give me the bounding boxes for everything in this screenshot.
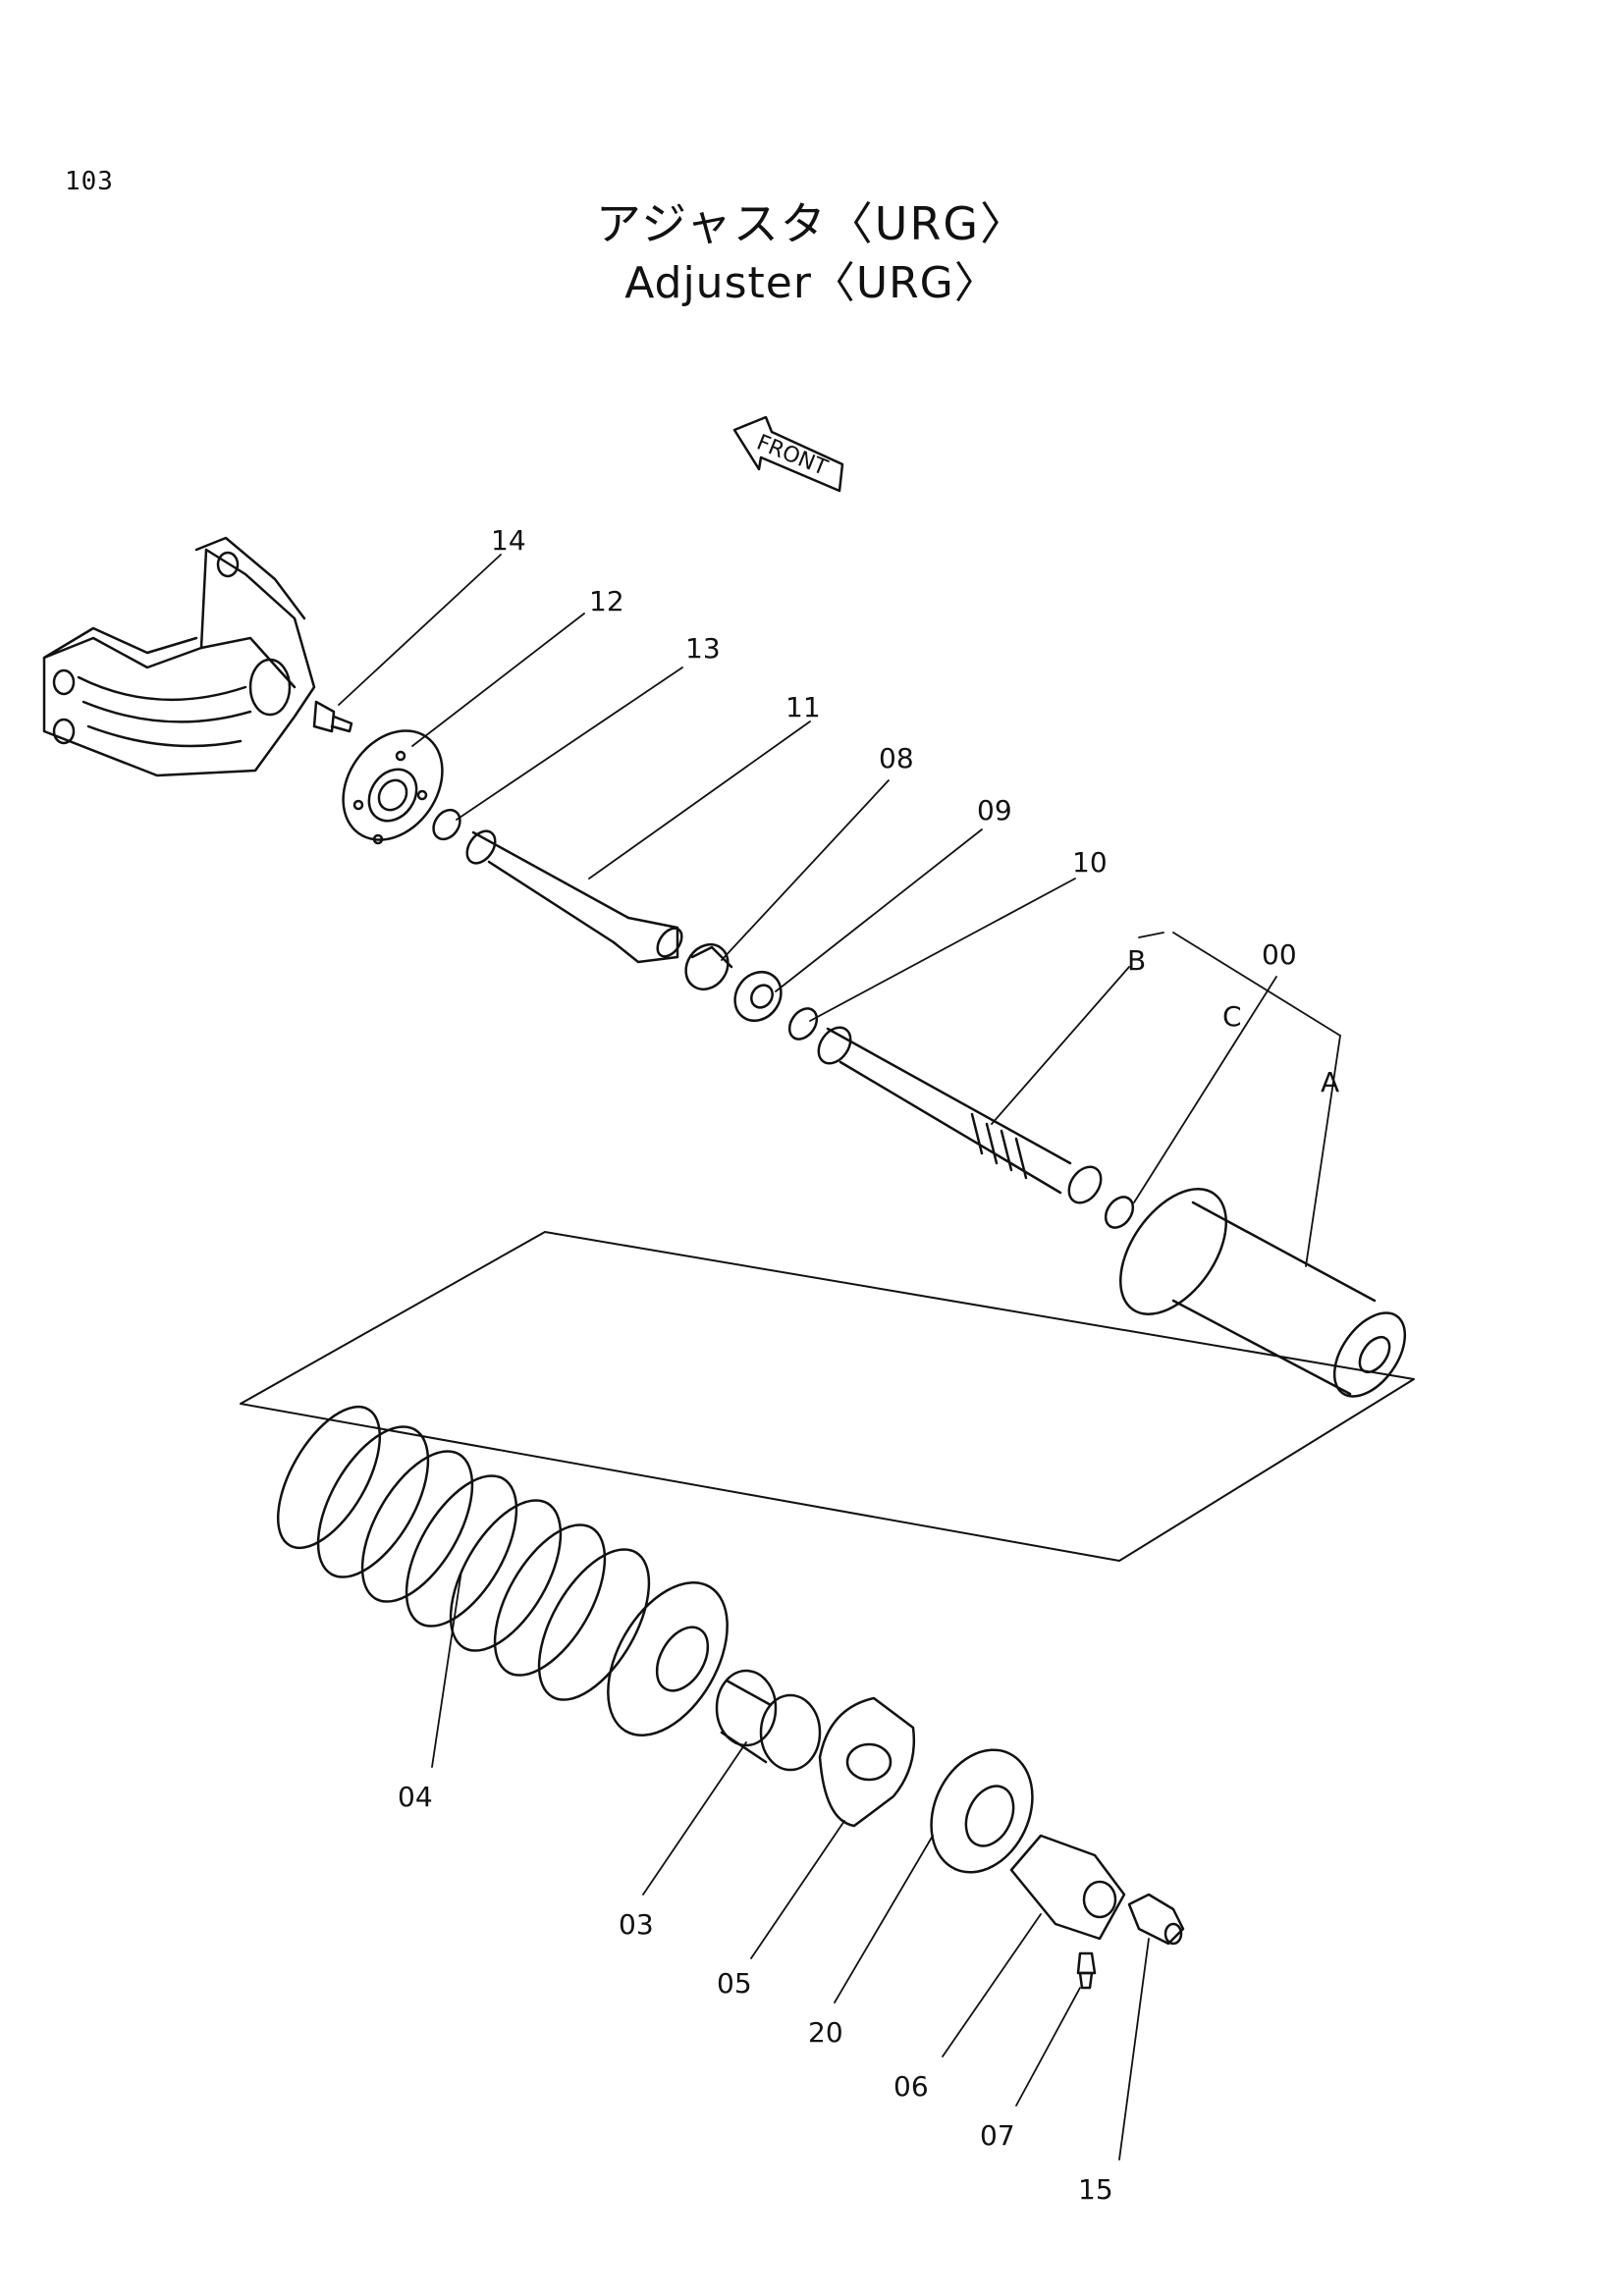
- callout-04: 04: [398, 1781, 433, 1813]
- callout-A: A: [1321, 1066, 1339, 1098]
- callout-06: 06: [893, 2070, 929, 2103]
- part-ring: [684, 942, 733, 991]
- callout-14: 14: [491, 524, 526, 557]
- part-rod: [465, 829, 683, 964]
- callout-C: C: [1222, 1000, 1242, 1033]
- callout-05: 05: [717, 1967, 752, 2000]
- part-nut: [1009, 1834, 1126, 1941]
- group-outline: [240, 1231, 1415, 1562]
- callout-10: 10: [1072, 846, 1108, 879]
- callout-00: 00: [1262, 938, 1297, 971]
- part-seal: [733, 970, 783, 1023]
- part-sleeve: [715, 1669, 822, 1772]
- title-english: Adjuster〈URG〉: [624, 258, 999, 308]
- front-arrow-icon: FRONT: [732, 415, 844, 493]
- callout-20: 20: [808, 2016, 843, 2049]
- part-flange-plate: [342, 729, 444, 845]
- part-valve: [1127, 1893, 1185, 1946]
- title-japanese: アジャスタ〈URG〉: [595, 197, 1028, 250]
- mounting-bracket: [42, 536, 316, 777]
- callout-13: 13: [685, 632, 721, 665]
- part-grease-fitting: [1076, 1951, 1097, 1990]
- leader-lines: [338, 554, 1341, 2161]
- part-cylinder: [1118, 1188, 1407, 1398]
- front-label: FRONT: [753, 431, 832, 482]
- part-stopper: [818, 1696, 915, 1828]
- callout-08: 08: [879, 742, 914, 774]
- callout-12: 12: [589, 585, 624, 617]
- page-number: 103: [65, 167, 114, 196]
- part-o-ring-c: [1104, 1196, 1135, 1229]
- part-washer: [930, 1748, 1034, 1874]
- callout-11: 11: [785, 691, 821, 723]
- part-spring: [276, 1405, 729, 1736]
- callout-03: 03: [619, 1908, 654, 1941]
- part-o-ring: [432, 808, 461, 841]
- callout-07: 07: [980, 2119, 1015, 2152]
- part-snap-ring: [787, 1007, 819, 1041]
- callout-15: 15: [1078, 2173, 1113, 2206]
- part-bolt: [312, 700, 353, 733]
- callout-B: B: [1127, 944, 1146, 977]
- part-piston: [817, 1026, 1103, 1204]
- callout-09: 09: [977, 794, 1012, 827]
